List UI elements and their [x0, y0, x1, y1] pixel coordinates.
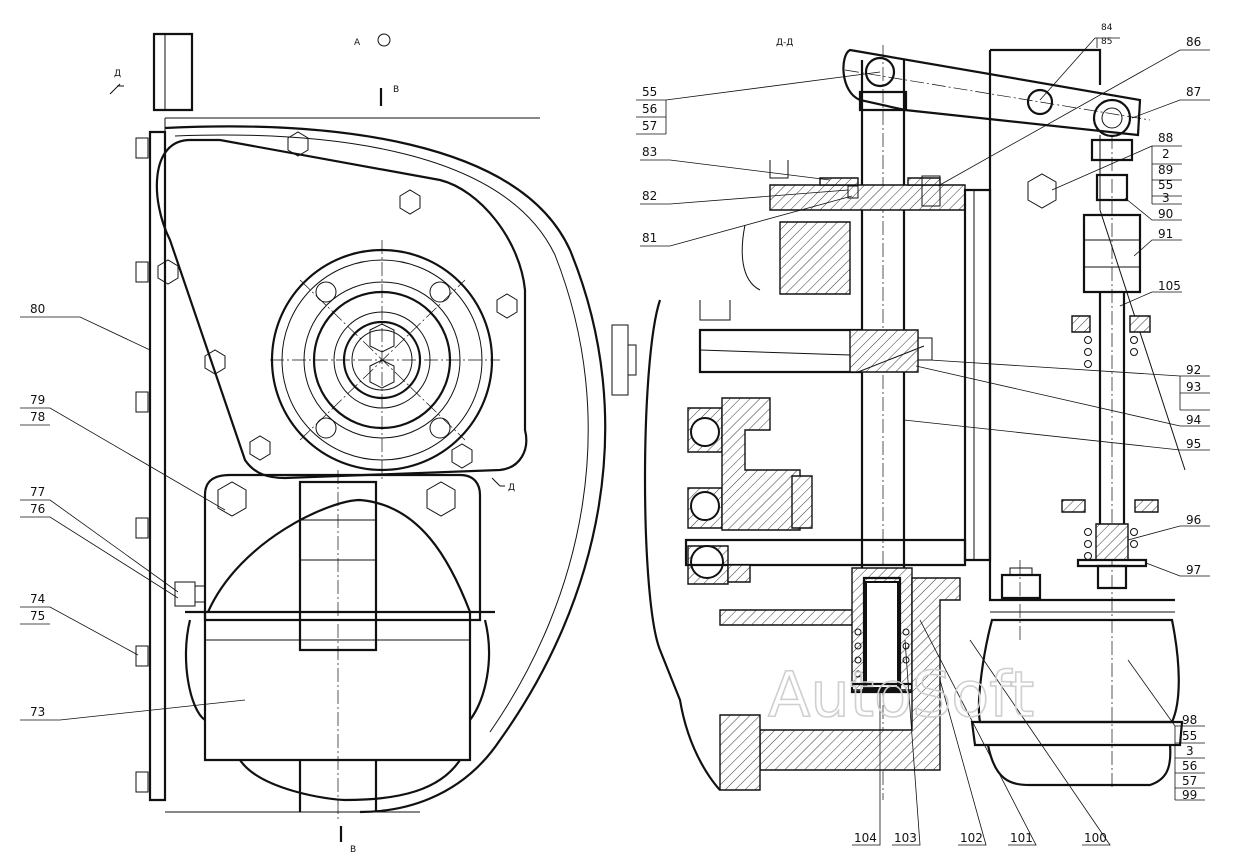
cover-hex-bolts: [157, 131, 518, 469]
callout-105: 105: [1158, 279, 1181, 293]
callout-78: 78: [30, 410, 45, 424]
callout-103: 103: [894, 831, 917, 845]
callout-57-b: 57: [1182, 774, 1197, 788]
callout-92: 92: [1186, 363, 1201, 377]
section-mark-b-bottom: В: [350, 845, 356, 855]
callout-94: 94: [1186, 413, 1201, 427]
callout-98: 98: [1182, 713, 1197, 727]
callout-76: 76: [30, 502, 45, 516]
pulley-flange: [270, 240, 500, 480]
callout-101: 101: [1010, 831, 1033, 845]
plate-bolts: [135, 137, 149, 793]
callout-56: 56: [642, 102, 657, 116]
view-label-a: А: [354, 38, 361, 48]
callout-86: 86: [1186, 35, 1201, 49]
callout-104: 104: [854, 831, 877, 845]
bottom-callout-leaders: [852, 619, 1111, 846]
callout-97: 97: [1186, 563, 1201, 577]
callout-82: 82: [642, 189, 657, 203]
view-label-dd: Д-Д: [776, 38, 793, 48]
callout-95: 95: [1186, 437, 1201, 451]
callout-75: 75: [30, 609, 45, 623]
right-view: [643, 45, 1186, 800]
section-mark-d-mid: Д: [508, 483, 515, 493]
callout-93: 93: [1186, 380, 1201, 394]
callout-90: 90: [1158, 207, 1173, 221]
callout-88: 88: [1158, 131, 1173, 145]
callout-3-b: 3: [1186, 744, 1194, 758]
callout-96: 96: [1186, 513, 1201, 527]
bearing-assembly: [687, 397, 813, 585]
callout-55-c: 55: [1182, 729, 1197, 743]
callout-83: 83: [642, 145, 657, 159]
left-view: [109, 32, 637, 842]
watermark: AutoSoft: [768, 658, 1034, 731]
section-mark-d-top: Д: [114, 69, 121, 79]
callout-80: 80: [30, 302, 45, 316]
callout-85: 85: [1101, 37, 1112, 47]
right-callout-leaders: [636, 37, 1210, 801]
callout-57: 57: [642, 119, 657, 133]
right-callout-labels: 55 56 57 83 82 81 84 85 86 87 88 2 89 55…: [642, 23, 1201, 802]
left-callout-labels: 80 79 78 77 76 74 75 73: [30, 302, 45, 719]
callout-74: 74: [30, 592, 45, 606]
callout-3: 3: [1162, 191, 1170, 205]
coil-spring-upper: [1084, 336, 1138, 368]
callout-55: 55: [642, 85, 657, 99]
callout-55-b: 55: [1158, 178, 1173, 192]
section-mark-b-top: В: [393, 85, 399, 95]
motor-mount: [174, 470, 495, 820]
callout-56-b: 56: [1182, 759, 1197, 773]
callout-89: 89: [1158, 163, 1173, 177]
left-callout-leaders: [20, 316, 246, 721]
callout-91: 91: [1158, 227, 1173, 241]
callout-99: 99: [1182, 788, 1197, 802]
bottom-callout-labels: 104 103 102 101 100: [854, 831, 1107, 845]
callout-79: 79: [30, 393, 45, 407]
callout-81: 81: [642, 231, 657, 245]
callout-87: 87: [1186, 85, 1201, 99]
callout-84: 84: [1101, 23, 1113, 33]
callout-100: 100: [1084, 831, 1107, 845]
callout-2: 2: [1162, 147, 1170, 161]
callout-73: 73: [30, 705, 45, 719]
callout-102: 102: [960, 831, 983, 845]
view-labels: А Д-Д Д Д В В: [114, 38, 793, 855]
watermark-group: AutoSoft: [767, 657, 1035, 732]
callout-77: 77: [30, 485, 45, 499]
